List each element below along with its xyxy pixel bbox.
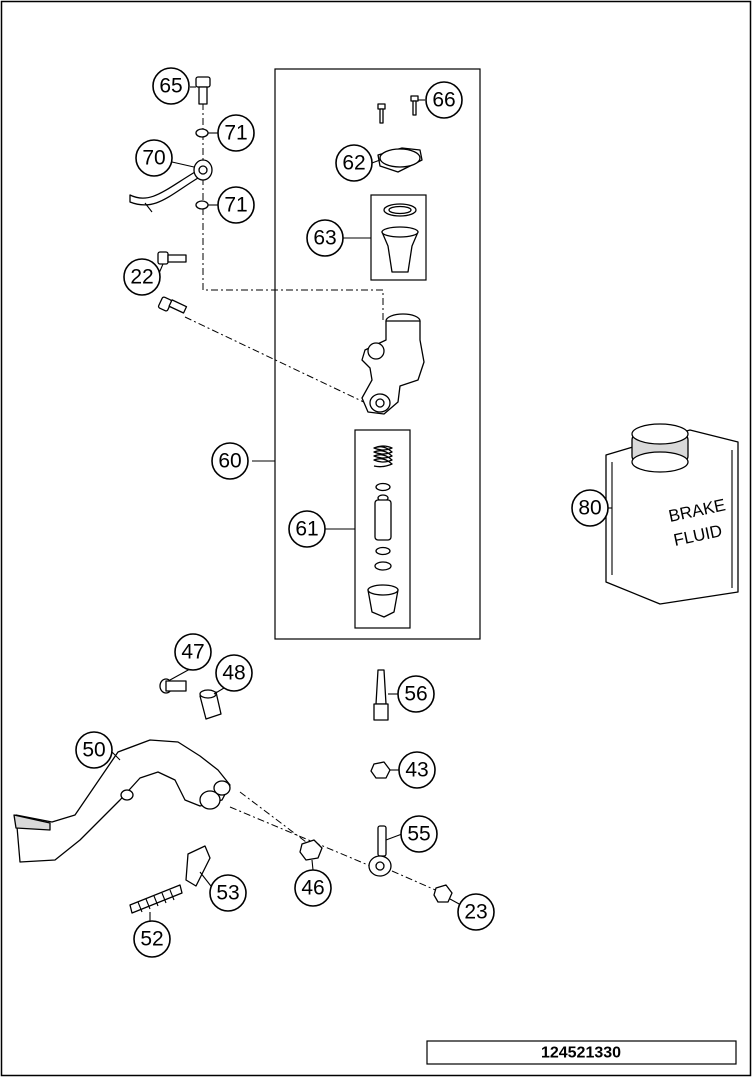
diaphragm-63 (381, 203, 419, 273)
callout-62: 62 (335, 144, 373, 182)
foot-brake-lever-50 (13, 739, 231, 863)
callout-52: 52 (133, 920, 171, 958)
svg-text:22: 22 (130, 266, 153, 289)
svg-text:47: 47 (181, 641, 204, 664)
svg-text:62: 62 (342, 152, 365, 175)
callout-47: 47 (174, 633, 212, 671)
svg-text:56: 56 (404, 683, 427, 706)
svg-text:23: 23 (464, 901, 487, 924)
svg-text:80: 80 (578, 497, 601, 520)
callout-61: 61 (288, 510, 326, 548)
callout-48: 48 (215, 654, 253, 692)
nut-23 (433, 884, 453, 903)
pin-47 (159, 678, 187, 694)
svg-text:53: 53 (216, 882, 239, 905)
callout-71-upper: 71 (217, 114, 255, 152)
callout-70: 70 (135, 139, 173, 177)
callout-50: 50 (75, 731, 113, 769)
svg-text:55: 55 (407, 823, 430, 846)
diagram-id-box (426, 1040, 737, 1065)
nut-43 (370, 761, 391, 779)
bolt-22-upper (157, 251, 187, 265)
callout-65: 65 (152, 67, 190, 105)
svg-text:48: 48 (222, 662, 245, 685)
svg-text:43: 43 (405, 759, 428, 782)
brake-fluid-can-80: BRAKE FLUID (605, 423, 739, 605)
callout-71-lower: 71 (217, 186, 255, 224)
callout-53: 53 (209, 874, 247, 912)
svg-text:65: 65 (159, 75, 182, 98)
callout-22: 22 (123, 258, 161, 296)
bolt-65 (195, 76, 211, 105)
svg-text:46: 46 (301, 877, 324, 900)
svg-text:70: 70 (142, 147, 165, 170)
washer-71-lower (195, 200, 209, 210)
piston-kit-61 (367, 445, 399, 618)
svg-text:52: 52 (140, 928, 163, 951)
svg-text:61: 61 (295, 518, 318, 541)
bushing-48 (199, 689, 222, 720)
master-cylinder-body (361, 313, 425, 415)
washer-71-upper (195, 128, 209, 138)
callout-23: 23 (457, 893, 495, 931)
callout-80: 80 (571, 489, 609, 527)
svg-text:50: 50 (82, 739, 105, 762)
clevis-55 (368, 825, 392, 877)
svg-text:60: 60 (218, 450, 241, 473)
bolt-22-lower (157, 296, 188, 314)
assembly-line-banjo (202, 88, 384, 320)
svg-text:63: 63 (313, 227, 336, 250)
nut-46 (299, 839, 323, 861)
callout-66: 66 (425, 81, 463, 119)
svg-text:71: 71 (224, 122, 247, 145)
callout-46: 46 (294, 869, 332, 907)
diagram-id: 124521330 (541, 1045, 621, 1062)
svg-text:66: 66 (432, 89, 455, 112)
callout-63: 63 (306, 219, 344, 257)
spring-52 (129, 884, 183, 914)
svg-text:71: 71 (224, 194, 247, 217)
callout-56: 56 (397, 675, 435, 713)
push-rod-56 (373, 669, 389, 721)
assembly-box-60 (274, 68, 481, 640)
screws-66 (377, 95, 419, 124)
callout-60: 60 (211, 442, 249, 480)
plate-53 (185, 845, 211, 887)
callout-43: 43 (398, 751, 436, 789)
brake-hose-70 (129, 159, 213, 213)
callout-55: 55 (400, 815, 438, 853)
reservoir-cap-62 (377, 147, 423, 173)
